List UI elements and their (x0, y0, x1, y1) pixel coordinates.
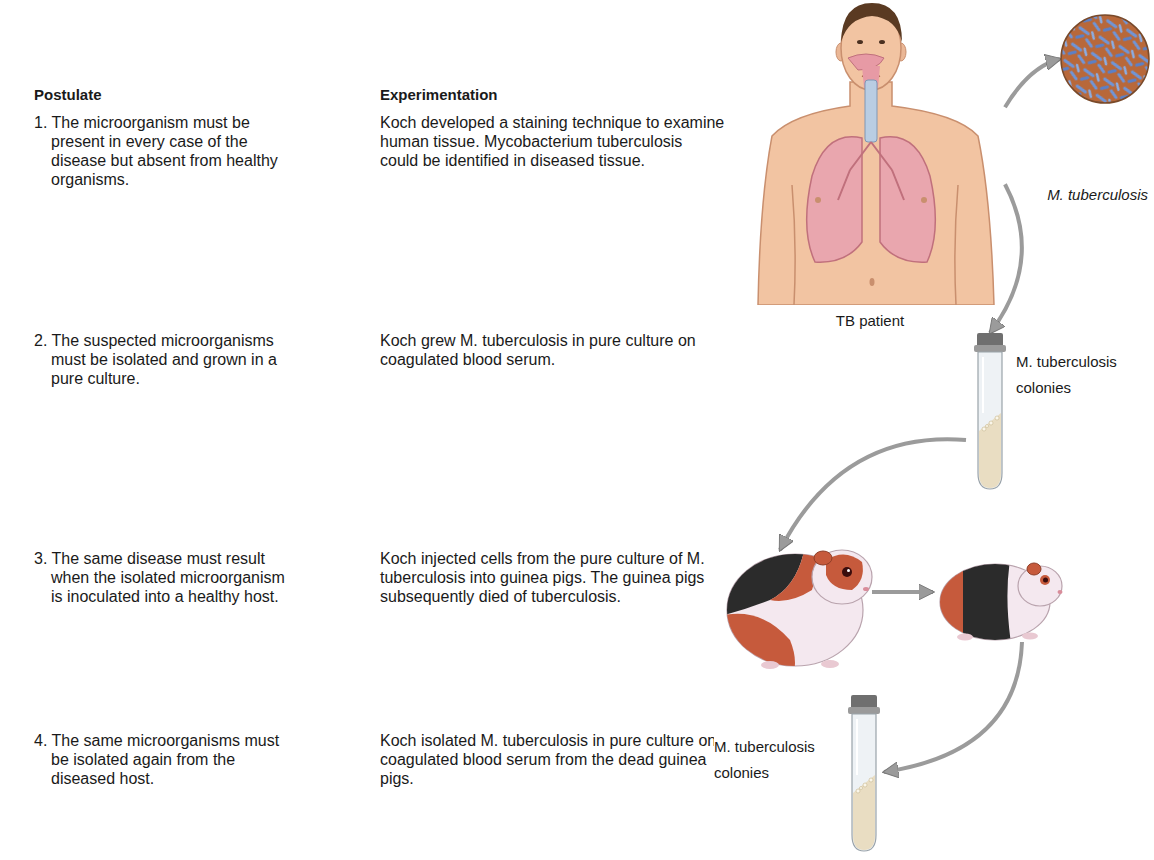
node-label: M. tuberculosis colonies (1016, 349, 1148, 401)
tube-rim (848, 707, 880, 714)
experiment-text: Koch isolated M. tuberculosis in pure cu… (380, 731, 725, 788)
bronchi (838, 142, 904, 200)
node-label: M. tuberculosis colonies (714, 734, 842, 786)
tube-glass (852, 714, 876, 851)
guinea-pig-part (761, 661, 779, 669)
nipple (921, 197, 927, 203)
nipple (815, 197, 821, 203)
culture-tube: M. tuberculosis colonies (848, 695, 880, 853)
postulate-text: 2. The suspected microorganisms must be … (34, 331, 296, 388)
micrograph-disc (1061, 15, 1149, 103)
guinea-pig-part-part (770, 540, 818, 601)
experiment-text: Koch developed a staining technique to e… (380, 113, 725, 170)
guinea-pig-part (1043, 578, 1048, 583)
glass-highlight (856, 719, 858, 775)
tube-cap (851, 695, 877, 709)
colony (863, 783, 867, 787)
colony (989, 421, 993, 425)
guinea-pig-part (842, 567, 852, 577)
guinea-pig-part (935, 560, 1012, 650)
patient-figure (755, 0, 1005, 305)
colony (860, 787, 863, 790)
tube-cap (977, 333, 1003, 347)
flow-arrow (1005, 59, 1060, 107)
column-heading: Postulate (34, 85, 254, 104)
guinea-pig-part (1040, 575, 1050, 585)
hair (841, 3, 902, 42)
guinea-pig-part (814, 551, 832, 565)
guinea-pig-part (1027, 563, 1041, 575)
colony (995, 416, 999, 420)
colony (856, 789, 860, 793)
arm-line (955, 185, 958, 305)
flow-arrow (872, 590, 933, 594)
guinea-pig-part-part (720, 540, 806, 616)
guinea-pig-part (957, 634, 973, 641)
bacteria-micrograph (1060, 14, 1150, 104)
flow-arrow (884, 642, 1022, 772)
culture-tube: M. tuberculosis colonies (974, 333, 1006, 491)
navel (870, 278, 875, 286)
node-label: TB patient (755, 312, 985, 330)
glass-highlight (982, 357, 984, 413)
tube-glass (978, 352, 1002, 489)
trachea (865, 80, 877, 142)
guinea-pig-part (1022, 633, 1038, 640)
test-tube (848, 695, 880, 853)
patient-figure: TB patient (755, 0, 1005, 335)
flow-arrow (780, 439, 966, 550)
experiment-text: Koch grew M. tuberculosis in pure cultur… (380, 331, 725, 369)
guinea-pig-part (720, 540, 818, 680)
culture-medium (979, 413, 1001, 488)
node-label: M. tuberculosis (1047, 186, 1148, 204)
colony (869, 778, 873, 782)
postulate-text: 3. The same disease must result when the… (34, 549, 296, 606)
lung (880, 137, 935, 262)
arm-line (792, 185, 795, 305)
guinea-pig-part (812, 550, 872, 604)
postulate-text: 4. The same microorganisms must be isola… (34, 731, 296, 788)
guinea-pig (935, 560, 1063, 650)
test-tube (974, 333, 1006, 491)
guinea-pig-part (847, 569, 850, 572)
eye (857, 40, 863, 44)
guinea-pig-part-part (720, 614, 795, 680)
culture-medium (853, 775, 875, 850)
guinea-pig-part (863, 587, 869, 591)
flow-arrow (990, 184, 1022, 333)
colony (986, 425, 989, 428)
guinea-pig-part (1058, 590, 1063, 594)
postulate-text: 1. The microorganism must be present in … (34, 113, 296, 189)
eye (879, 40, 885, 44)
lung (807, 137, 862, 262)
tube-rim (974, 345, 1006, 352)
colony (982, 427, 986, 431)
column-heading: Experimentation (380, 85, 600, 104)
experiment-text: Koch injected cells from the pure cultur… (380, 549, 725, 606)
micrograph-circle: M. tuberculosis (1060, 14, 1150, 104)
guinea-pig-part (821, 660, 839, 668)
guinea-pig (720, 540, 872, 680)
